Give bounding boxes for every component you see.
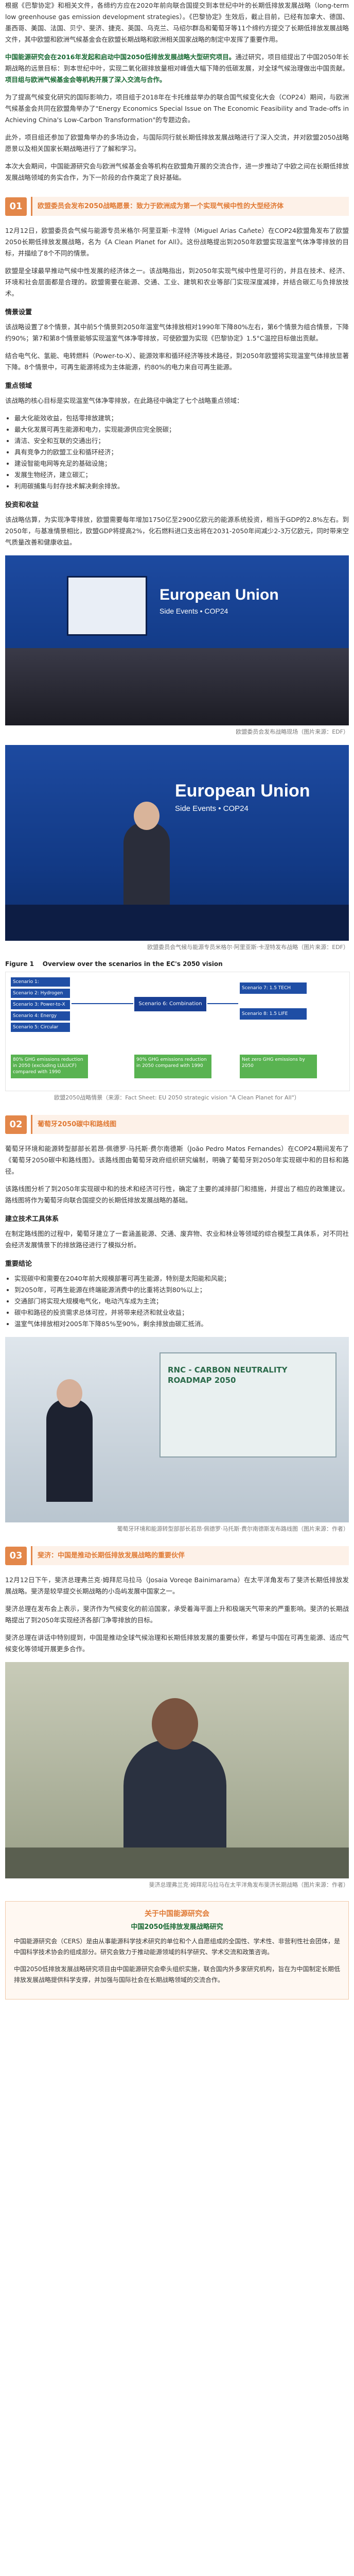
intro-paragraph-5: 本次大会期间，中国能源研究会与欧洲气候基金会等机构在欧盟角开展的交流合作，进一步… — [5, 162, 349, 181]
stage-desk — [5, 905, 349, 941]
about-paragraph-2: 中国2050低排放发展战略研究项目由中国能源研究会牵头组织实施，联合国内外多家研… — [14, 1965, 340, 1984]
about-box: 关于中国能源研究会 中国2050低排放发展战略研究 中国能源研究会（CERS）是… — [5, 1901, 349, 1999]
photo-1-caption: 欧盟委员会发布战略现场（图片来源：EDF） — [236, 728, 349, 735]
sec3-paragraph-2: 斐济总理在发布会上表示，斐济作为气候变化的前沿国家，承受着海平面上升和极端天气带… — [5, 1605, 349, 1624]
sec1-paragraph-4: 结合电气化、氢能、电转燃料（Power-to-X）、能源效率和循环经济等技术路径… — [5, 352, 349, 371]
sec3-paragraph-3: 斐济总理在讲话中特别提到，中国是推动全球气候治理和长期低排放发展的重要伙伴，希望… — [5, 1634, 349, 1653]
scenario-box: Scenario 7: 1.5 TECH — [240, 982, 307, 994]
list-item: 交通部门将实现大规模电气化，电动汽车成为主流； — [14, 1296, 349, 1307]
article: 根据《巴黎协定》和相关文件，各缔约方应在2020年前向联合国提交到本世纪中叶的长… — [0, 0, 354, 1999]
banner-title: European Union — [175, 781, 310, 801]
banner-title: European Union — [160, 586, 279, 603]
sec1-priority-intro: 该战略的核心目标是实现温室气体净零排放，在此路径中确定了七个战略重点领域： — [5, 397, 243, 404]
list-item: 最大化发展可再生能源和电力，实现能源供应完全脱碳； — [14, 424, 349, 435]
figure-heading: Overview over the scenarios in the EC's … — [42, 960, 223, 968]
scenario-box: Scenario 1: Electrification — [11, 977, 70, 994]
banner-subtitle: Side Events • COP24 — [175, 804, 249, 813]
speaker-head — [57, 1379, 82, 1408]
list-item: 碳中和路径的投资需求总体可控，并将带来经济和就业收益； — [14, 1307, 349, 1318]
intro-p2-tail: 项目组与欧洲气候基金会等机构开展了深入交流与合作。 — [5, 76, 166, 83]
outcome-box: 80% GHG emissions reduction in 2050 (exc… — [11, 1055, 88, 1078]
sec1-paragraph-2: 欧盟是全球最早推动气候中性发展的经济体之一。该战略指出，到2050年实现气候中性… — [5, 267, 349, 297]
photo-3-caption: 葡萄牙环境和能源转型部部长若昂·佩德罗·马托斯·费尔南德斯发布路线图（图片来源：… — [117, 1526, 349, 1532]
photo-2-caption: 欧盟委员会气候与能源专员米格尔·阿里亚斯·卡涅特发布战略（图片来源：EDF） — [147, 944, 349, 951]
podium — [5, 1848, 349, 1878]
sec1-paragraph-3: 该战略设置了8个情景，其中前5个情景到2050年温室气体排放相对1990年下降8… — [5, 323, 349, 342]
scenario-box: Scenario 4: Energy Efficiency — [11, 1011, 70, 1028]
section-1-header: 01 欧盟委员会发布2050战略愿景：致力于欧洲成为第一个实现气候中性的大型经济… — [5, 197, 349, 216]
event-photo-4 — [5, 1662, 349, 1878]
intro-paragraph-4: 此外，项目组还参加了欧盟角举办的多场边会，与国际同行就长期低排放发展战略进行了深… — [5, 133, 349, 152]
about-subtitle: 中国2050低排放发展战略研究 — [131, 1923, 223, 1931]
event-photo-3: RNC - CARBON NEUTRALITY ROADMAP 2050 — [5, 1337, 349, 1522]
intro-p2-rest: 通过研究，项目组提出了中国2050年长期战略的远景目标：到本世纪中叶，实现二氧化… — [5, 53, 349, 72]
combination-box: Scenario 6: Combination — [134, 997, 206, 1011]
event-photo-2: European Union Side Events • COP24 — [5, 745, 349, 941]
sec1-paragraph-5: 该战略估算，为实现净零排放，欧盟需要每年增加1750亿至2900亿欧元的能源系统… — [5, 516, 349, 546]
connector-line — [207, 1003, 238, 1004]
figure-label: Figure 1 — [5, 960, 34, 968]
list-item: 最大化能效收益，包括零排放建筑； — [14, 413, 349, 424]
list-item: 温室气体排放相对2005年下降85%至90%，剩余排放由碳汇抵消。 — [14, 1318, 349, 1330]
outcome-box: 90% GHG emissions reduction in 2050 comp… — [134, 1055, 211, 1078]
speaker-head — [152, 1698, 198, 1750]
speaker — [123, 822, 170, 910]
list-item: 利用碳捕集与封存技术解决剩余排放。 — [14, 481, 349, 492]
scenario-figure: Scenario 1: Electrification Scenario 2: … — [5, 972, 350, 1091]
list-item: 实现碳中和需要在2040年前大规模部署可再生能源，特别是太阳能和风能； — [14, 1273, 349, 1284]
sec2-paragraph-2: 该路线图分析了到2050年实现碳中和的技术和经济可行性，确定了主要的减排部门和措… — [5, 1185, 349, 1204]
list-item: 发展生物经济，建立碳汇； — [14, 469, 349, 481]
section-2-header: 02 葡萄牙2050碳中和路线图 — [5, 1115, 349, 1134]
banner-subtitle: Side Events • COP24 — [160, 607, 228, 615]
list-item: 到2050年，可再生能源在终端能源消费中的比重将达到80%以上； — [14, 1284, 349, 1296]
figure-1-caption: 欧盟2050战略情景（来源：Fact Sheet: EU 2050 strate… — [54, 1094, 300, 1101]
projection-screen — [67, 576, 147, 636]
list-item: 建设智能电网等充足的基础设施； — [14, 458, 349, 469]
sec3-paragraph-1: 12月12日下午，斐济总理弗兰克·姆拜尼马拉马（Josaia Voreqe Ba… — [5, 1576, 349, 1595]
speaker-head — [134, 802, 160, 830]
sec2-key-heading: 重要结论 — [5, 1260, 32, 1268]
list-item: 清洁、安全和互联的交通出行； — [14, 435, 349, 447]
photo-4-caption: 斐济总理弗兰克·姆拜尼马拉马在太平洋角发布斐济长期战略（图片来源：作者） — [149, 1882, 349, 1888]
scenario-box: Scenario 5: Circular Economy — [11, 1023, 70, 1039]
connector-line — [72, 1003, 133, 1004]
audience — [5, 648, 349, 725]
section-2-number: 02 — [5, 1115, 27, 1134]
section-2-title: 葡萄牙2050碳中和路线图 — [31, 1115, 349, 1134]
projection-screen: RNC - CARBON NEUTRALITY ROADMAP 2050 — [160, 1352, 337, 1458]
sec1-paragraph-1: 12月12日，欧盟委员会气候与能源专员米格尔·阿里亚斯·卡涅特（Miguel A… — [5, 227, 349, 257]
section-1-title: 欧盟委员会发布2050战略愿景：致力于欧洲成为第一个实现气候中性的大型经济体 — [31, 197, 349, 216]
intro-highlight: 中国能源研究会在2016年发起和启动中国2050低排放发展战略大型研究项目。 — [5, 53, 236, 61]
scenario-box: Scenario 2: Hydrogen — [11, 989, 70, 998]
intro-paragraph-3: 为了提高气候变化研究的国际影响力，项目组于2018年在卡托维兹举办的联合国气候变… — [5, 93, 349, 124]
speaker — [46, 1399, 93, 1502]
event-photo-1: European Union Side Events • COP24 — [5, 555, 349, 725]
list-item: 具有竞争力的欧盟工业和循环经济； — [14, 447, 349, 458]
screen-title: RNC - CARBON NEUTRALITY ROADMAP 2050 — [168, 1365, 288, 1385]
sec2-paragraph-1: 葡萄牙环境和能源转型部部长若昂·佩德罗·马托斯·费尔南德斯（João Pedro… — [5, 1145, 349, 1175]
about-title: 关于中国能源研究会 — [145, 1910, 209, 1918]
section-3-number: 03 — [5, 1546, 27, 1565]
sec1-scenario-heading: 情景设置 — [5, 309, 32, 316]
sec1-priority-heading: 重点领域 — [5, 382, 32, 390]
priority-list: 最大化能效收益，包括零排放建筑； 最大化发展可再生能源和电力，实现能源供应完全脱… — [5, 413, 349, 492]
intro-paragraph-2: 中国能源研究会在2016年发起和启动中国2050低排放发展战略大型研究项目。通过… — [5, 52, 349, 86]
section-3-title: 斐济：中国是推动长期低排放发展战略的重要伙伴 — [31, 1546, 349, 1565]
figure-1-header: Figure 1 Overview over the scenarios in … — [5, 960, 349, 968]
section-3-header: 03 斐济：中国是推动长期低排放发展战略的重要伙伴 — [5, 1546, 349, 1565]
intro-paragraph-1: 根据《巴黎协定》和相关文件，各缔约方应在2020年前向联合国提交到本世纪中叶的长… — [5, 2, 349, 43]
sec2-paragraph-3: 在制定路线图的过程中，葡萄牙建立了一套涵盖能源、交通、废弃物、农业和林业等领域的… — [5, 1230, 349, 1249]
scenario-box: Scenario 8: 1.5 LIFE — [240, 1008, 307, 1020]
outcome-box: Net zero GHG emissions by 2050 — [240, 1055, 317, 1078]
sec1-invest-heading: 投资和收益 — [5, 501, 39, 509]
findings-list: 实现碳中和需要在2040年前大规模部署可再生能源，特别是太阳能和风能； 到205… — [5, 1273, 349, 1330]
about-paragraph-1: 中国能源研究会（CERS）是由从事能源科学技术研究的单位和个人自愿组成的全国性、… — [14, 1938, 340, 1956]
sec2-main-heading: 建立技术工具体系 — [5, 1215, 59, 1223]
scenario-box: Scenario 3: Power-to-X — [11, 1000, 70, 1009]
section-1-number: 01 — [5, 197, 27, 216]
